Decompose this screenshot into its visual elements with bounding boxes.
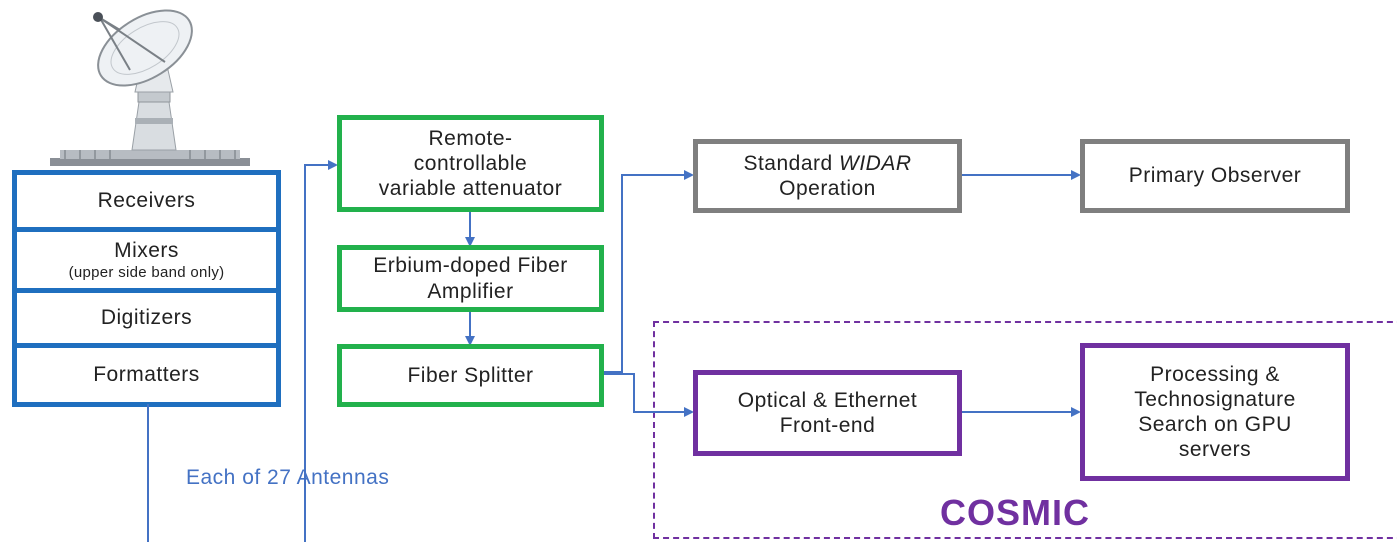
attenuator-box: Remote- controllable variable attenuator <box>337 115 604 212</box>
frontend-line1: Optical & Ethernet <box>737 388 918 412</box>
mixers-label: Mixers <box>114 239 179 263</box>
formatters-box: Formatters <box>12 343 281 407</box>
splitter-to-frontend-arrow <box>599 373 694 417</box>
amplifier-line2: Amplifier <box>427 279 514 303</box>
primary-observer-label: Primary Observer <box>1128 164 1302 188</box>
processing-line4: servers <box>1178 438 1252 462</box>
processing-line3: Search on GPU <box>1138 413 1292 436</box>
mixers-note: (upper side band only) <box>68 263 225 281</box>
cosmic-label: COSMIC <box>940 492 1090 533</box>
widar-line1: Standard WIDAR <box>743 151 911 176</box>
processing-box: Processing & Technosignature Search on G… <box>1080 343 1350 481</box>
attenuator-line1: Remote- <box>428 126 513 150</box>
widar-box: Standard WIDAR Operation <box>693 139 962 213</box>
frontend-line2: Front-end <box>779 414 876 437</box>
digitizers-label: Digitizers <box>100 306 193 330</box>
amplifier-box: Erbium-doped Fiber Amplifier <box>337 245 604 312</box>
splitter-box: Fiber Splitter <box>337 344 604 407</box>
attenuator-line2: controllable <box>413 151 528 175</box>
widar-prefix: Standard <box>743 151 840 175</box>
frontend-box: Optical & Ethernet Front-end <box>693 370 962 456</box>
cosmic-region <box>653 321 1397 539</box>
formatters-label: Formatters <box>93 363 200 387</box>
splitter-label: Fiber Splitter <box>407 363 534 387</box>
receivers-label: Receivers <box>97 189 196 213</box>
antenna-to-attenuator-arrow <box>304 160 338 542</box>
widar-line2: Operation <box>779 177 876 200</box>
processing-line2: Technosignature <box>1134 387 1296 411</box>
widar-italic: WIDAR <box>839 151 912 175</box>
amplifier-line1: Erbium-doped Fiber <box>373 254 568 278</box>
splitter-to-widar-arrow <box>599 170 694 373</box>
mixers-box: Mixers (upper side band only) <box>12 227 281 293</box>
radio-telescope-dish-icon <box>50 9 250 166</box>
primary-observer-box: Primary Observer <box>1080 139 1350 213</box>
processing-line1: Processing & <box>1150 362 1280 386</box>
attenuator-line3: variable attenuator <box>378 177 563 201</box>
antennas-label: Each of 27 Antennas <box>186 466 390 489</box>
